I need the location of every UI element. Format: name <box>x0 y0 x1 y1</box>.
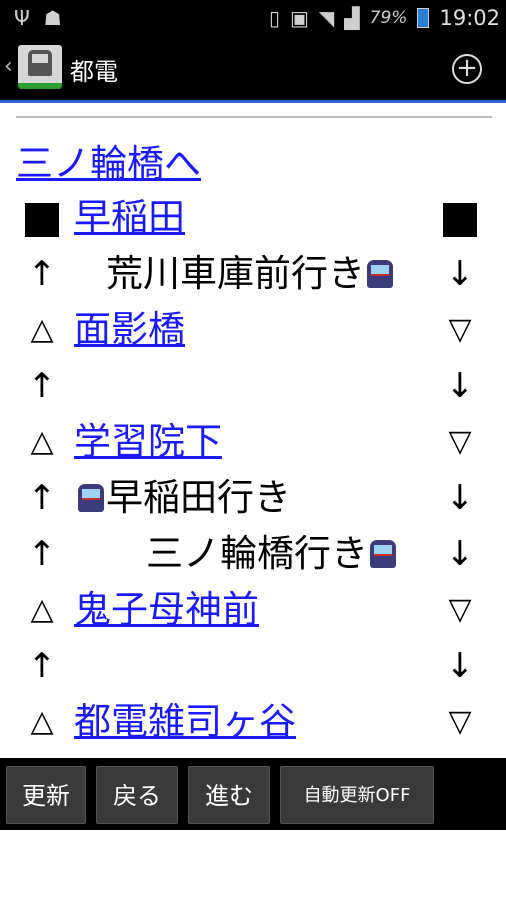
auto-refresh-toggle[interactable]: 自動更新OFF <box>280 766 434 824</box>
battery-icon <box>417 8 430 28</box>
up-arrow-icon: ↑ <box>27 646 57 686</box>
station-link[interactable]: 早稲田 <box>74 196 185 239</box>
station-link[interactable]: 学習院下 <box>74 420 222 463</box>
triangle-up-icon: △ <box>30 424 54 459</box>
triangle-up-icon: △ <box>30 312 54 347</box>
up-arrow-icon: ↑ <box>27 534 57 574</box>
content-divider <box>16 116 492 118</box>
arrow-row: ↑ ↓ <box>0 358 506 414</box>
usb-icon: Ψ <box>14 6 30 30</box>
station-link[interactable]: 都電雑司ヶ谷 <box>74 700 296 743</box>
down-arrow-icon: ↓ <box>445 478 475 518</box>
down-arrow-icon: ↓ <box>445 534 475 574</box>
station-row: △ 都電雑司ヶ谷 ▽ <box>0 694 506 750</box>
triangle-down-icon: ▽ <box>448 424 472 459</box>
station-row: △ 面影橋 ▽ <box>0 302 506 358</box>
down-arrow-icon: ↓ <box>445 366 475 406</box>
status-left-icons: Ψ☗ <box>14 6 76 30</box>
triangle-up-icon: △ <box>30 704 54 739</box>
android-icon: ☗ <box>43 6 62 30</box>
status-right-icons: ▯ ▣ ◥ ▟ 79% 19:02 <box>269 6 500 30</box>
nfc-icon: ▣ <box>289 6 309 30</box>
back-button[interactable]: 戻る <box>96 766 178 824</box>
app-title: 都電 <box>70 58 118 86</box>
tram-icon <box>365 258 395 294</box>
terminal-square-icon <box>22 190 62 246</box>
battery-percent: 79% <box>369 8 408 28</box>
action-bar: ‹ 都電 + <box>0 38 506 100</box>
up-arrow-icon: ↑ <box>27 478 57 518</box>
tram-icon <box>28 50 52 76</box>
station-link[interactable]: 面影橋 <box>74 308 185 351</box>
status-bar: Ψ☗ ▯ ▣ ◥ ▟ 79% 19:02 <box>0 0 506 38</box>
bottom-toolbar: 更新 戻る 進む 自動更新OFF <box>0 758 506 830</box>
add-icon[interactable]: + <box>452 54 482 84</box>
refresh-button[interactable]: 更新 <box>6 766 86 824</box>
station-row: 早稲田 <box>0 190 506 246</box>
destination-link[interactable]: 三ノ輪橋へ <box>16 142 201 185</box>
train-label: 早稲田行き <box>76 470 291 526</box>
up-arrow-icon: ↑ <box>27 254 57 294</box>
station-row: △ 鬼子母神前 ▽ <box>0 582 506 638</box>
app-icon[interactable] <box>18 45 62 89</box>
arrow-row: ↑ ↓ <box>0 638 506 694</box>
forward-button[interactable]: 進む <box>188 766 270 824</box>
up-arrow-icon: ↑ <box>27 366 57 406</box>
station-link[interactable]: 鬼子母神前 <box>74 588 259 631</box>
train-row: ↑ 早稲田行き ↓ <box>0 470 506 526</box>
train-row: ↑ 荒川車庫前行き ↓ <box>0 246 506 302</box>
station-row: △ 学習院下 ▽ <box>0 414 506 470</box>
triangle-down-icon: ▽ <box>448 592 472 627</box>
up-chevron-icon[interactable]: ‹ <box>4 54 13 79</box>
triangle-down-icon: ▽ <box>448 312 472 347</box>
vibrate-icon: ▯ <box>268 6 280 30</box>
train-label: 三ノ輪橋行き <box>146 526 398 582</box>
tram-icon <box>368 538 398 574</box>
action-bar-divider <box>0 100 506 103</box>
wifi-icon: ◥ <box>318 6 335 30</box>
tram-icon <box>76 482 106 518</box>
triangle-down-icon: ▽ <box>448 704 472 739</box>
train-label: 荒川車庫前行き <box>106 246 395 302</box>
clock: 19:02 <box>439 6 500 30</box>
signal-icon: ▟ <box>344 6 360 30</box>
terminal-square-icon <box>440 190 480 246</box>
triangle-up-icon: △ <box>30 592 54 627</box>
train-row: ↑ 三ノ輪橋行き ↓ <box>0 526 506 582</box>
down-arrow-icon: ↓ <box>445 254 475 294</box>
down-arrow-icon: ↓ <box>445 646 475 686</box>
